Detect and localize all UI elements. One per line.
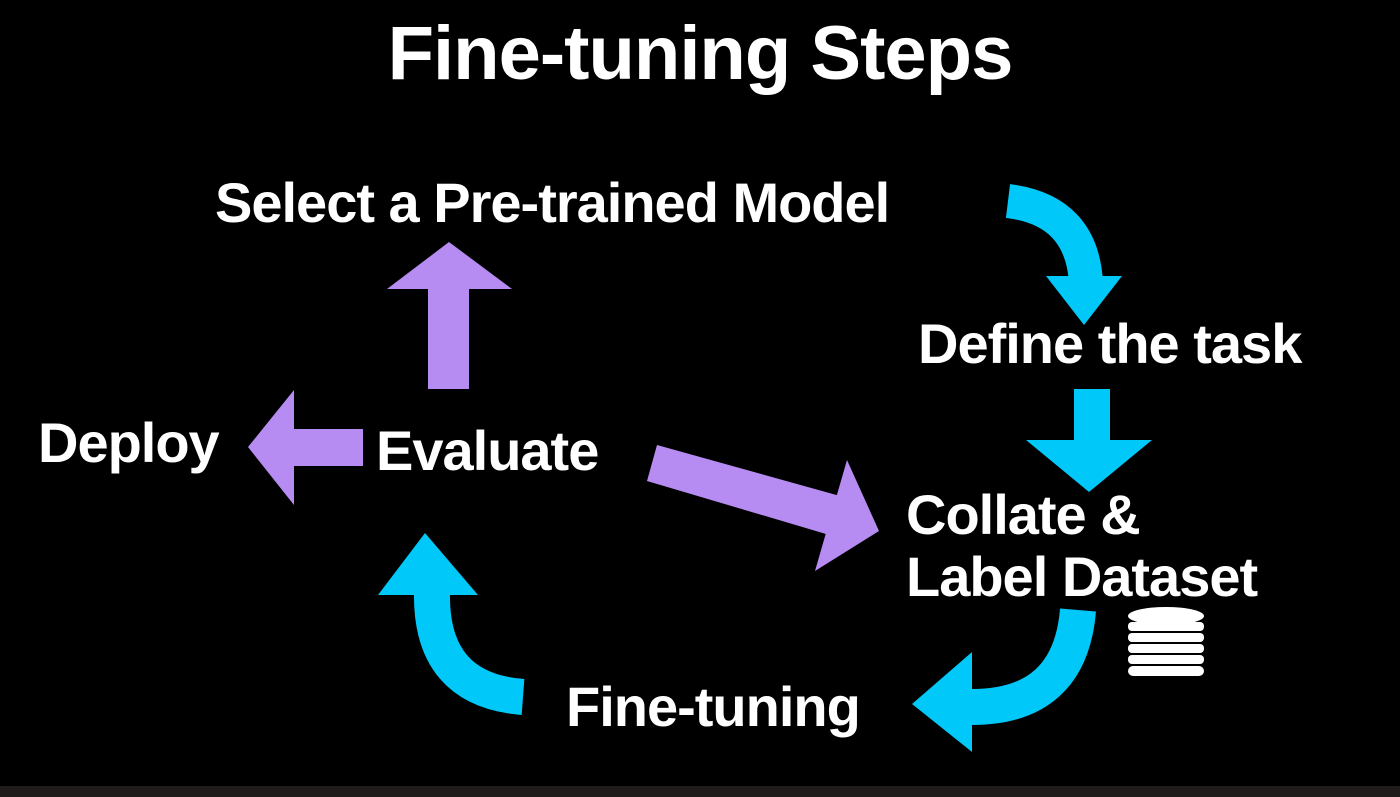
step-evaluate: Evaluate xyxy=(376,419,599,482)
page-title: Fine-tuning Steps xyxy=(387,11,1014,96)
arrow-select-to-define xyxy=(1005,184,1122,325)
step-define-task: Define the task xyxy=(918,312,1302,375)
step-collate-line-1: Collate & xyxy=(906,483,1141,546)
step-collate-line-2: Label Dataset xyxy=(906,545,1258,608)
step-select-model: Select a Pre-trained Model xyxy=(215,171,890,234)
arrow-define-to-collate xyxy=(1026,389,1152,492)
step-collate-dataset: Collate & Label Dataset xyxy=(906,483,1258,608)
arrow-evaluate-to-collate xyxy=(647,445,879,571)
arrow-collate-to-finetune xyxy=(912,608,1096,752)
database-icon xyxy=(1128,607,1204,676)
arrow-evaluate-to-select xyxy=(387,242,512,389)
step-deploy: Deploy xyxy=(38,411,220,474)
step-fine-tuning: Fine-tuning xyxy=(566,675,861,738)
arrow-evaluate-to-deploy xyxy=(248,390,363,505)
arrow-finetune-to-evaluate xyxy=(378,533,525,715)
bottom-strip xyxy=(0,786,1400,797)
